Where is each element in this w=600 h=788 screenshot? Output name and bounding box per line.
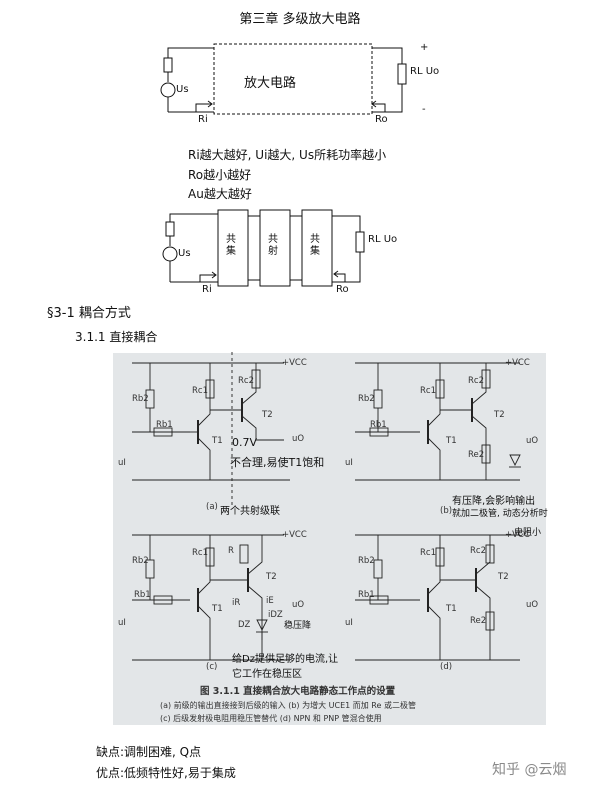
rb1-label-d: Rb1 [358, 590, 375, 600]
summary-cons: 缺点:调制困难, Q点 [96, 745, 202, 759]
ri-label: Ri [198, 114, 208, 125]
rb2-label-c: Rb2 [132, 556, 149, 566]
vcc-label-a: +VCC [282, 358, 307, 368]
t1-label-d: T1 [446, 604, 457, 614]
annotation-regulator: 稳压降 [284, 621, 312, 631]
chain-ri-label: Ri [202, 284, 212, 295]
ir-label-c: iR [232, 598, 241, 608]
load-label: RL Uo [410, 66, 440, 77]
t1-label-b: T1 [446, 436, 457, 446]
rc1-label-a: Rc1 [192, 386, 208, 396]
sub-label-d: (d) [440, 662, 453, 672]
chain-ro-label: Ro [336, 284, 349, 295]
rb1-label-c: Rb1 [134, 590, 151, 600]
re2-label-b: Re2 [468, 450, 485, 460]
uo-label-d: uO [526, 600, 539, 610]
annotation-07v: 0.7V [232, 436, 258, 449]
annotation-b-note-2: 就加二极管, 动态分析时 [452, 509, 548, 519]
idz-label-c: iDZ [268, 610, 283, 620]
t1-label-a: T1 [212, 436, 223, 446]
vcc-label-d: +VCC [505, 530, 530, 540]
uo-label-b: uO [526, 436, 539, 446]
t2-label-a: T2 [262, 410, 273, 420]
figure-caption-line-1: (a) 前级的输出直接接到后级的输入 (b) 为增大 UCE1 而加 Re 或二… [160, 701, 416, 710]
uo-label-c: uO [292, 600, 305, 610]
note-line-1: Ri越大越好, Ui越大, Us所耗功率越小 [188, 148, 387, 162]
output-minus: - [422, 104, 426, 115]
note-line-2: Ro越小越好 [188, 168, 252, 182]
ui-label-c: uI [118, 618, 126, 628]
chain-block-2-label: 共射 [268, 234, 278, 257]
r-label-c: R [228, 546, 234, 556]
rc2-label-b: Rc2 [468, 376, 484, 386]
chain-block-2 [259, 209, 291, 287]
output-plus: + [420, 42, 429, 53]
ui-label-a: uI [118, 458, 126, 468]
chain-block-3-label: 共集 [310, 234, 320, 257]
rb2-label-d: Rb2 [358, 556, 375, 566]
rc1-label-c: Rc1 [192, 548, 208, 558]
annotation-c-note-2: 它工作在稳压区 [232, 669, 302, 680]
t2-label-d: T2 [498, 572, 509, 582]
rb1-label-b: Rb1 [370, 420, 387, 430]
dz-label-c: DZ [238, 620, 251, 630]
amplifier-box [213, 43, 373, 115]
watermark: 知乎 @云烟 [492, 762, 567, 778]
rc2-label-a: Rc2 [238, 376, 254, 386]
figure-circuits [132, 352, 521, 661]
rb2-label-a: Rb2 [132, 394, 149, 404]
chain-block-1 [217, 209, 249, 287]
t1-label-c: T1 [212, 604, 223, 614]
rc1-label-d: Rc1 [420, 548, 436, 558]
source-label: Us [176, 84, 189, 95]
ro-label: Ro [375, 114, 388, 125]
rc1-label-b: Rc1 [420, 386, 436, 396]
summary-pros: 优点:低频特性好,易于集成 [96, 766, 236, 780]
chain-block-3 [301, 209, 333, 287]
sub-label-c: (c) [206, 662, 218, 672]
annotation-b-note-3: 电阻小 [514, 528, 542, 538]
ie-label-c: iE [266, 596, 274, 606]
t2-label-c: T2 [266, 572, 277, 582]
figure-background [113, 353, 546, 725]
re2-label-d: Re2 [470, 616, 487, 626]
annotation-unreasonable: 不合理,易使T1饱和 [230, 456, 325, 469]
section-heading: §3-1 耦合方式 [47, 306, 131, 321]
ui-label-d: uI [345, 618, 353, 628]
annotation-two-stage: 两个共射级联 [220, 506, 280, 517]
amplifier-label: 放大电路 [244, 76, 297, 91]
rb2-label-b: Rb2 [358, 394, 375, 404]
note-line-3: Au越大越好 [188, 187, 252, 201]
load-resistor [397, 63, 407, 85]
uo-label-a: uO [292, 434, 305, 444]
annotation-b-note-1: 有压降,会影响输出 [452, 496, 536, 507]
source-resistor [163, 57, 173, 73]
vcc-label-c: +VCC [282, 530, 307, 540]
rb1-label-a: Rb1 [156, 420, 173, 430]
sub-label-a: (a) [206, 502, 218, 512]
vcc-label-b: +VCC [505, 358, 530, 368]
figure-caption-title: 图 3.1.1 直接耦合放大电路静态工作点的设置 [200, 686, 396, 697]
sub-label-b: (b) [440, 506, 453, 516]
chain-block-1-label: 共集 [226, 234, 236, 257]
source-symbol [160, 82, 176, 98]
chain-source-label: Us [178, 248, 191, 259]
annotation-c-note-1: 给Dz提供足够的电流,让 [232, 654, 339, 665]
page-title: 第三章 多级放大电路 [239, 12, 361, 27]
t2-label-b: T2 [494, 410, 505, 420]
figure-caption-line-2: (c) 后级发射极电阻用稳压管替代 (d) NPN 和 PNP 管混合使用 [160, 714, 382, 723]
chain-load-label: RL Uo [368, 234, 398, 245]
rc2-label-d: Rc2 [470, 546, 486, 556]
subsection-heading: 3.1.1 直接耦合 [75, 330, 158, 344]
ui-label-b: uI [345, 458, 353, 468]
